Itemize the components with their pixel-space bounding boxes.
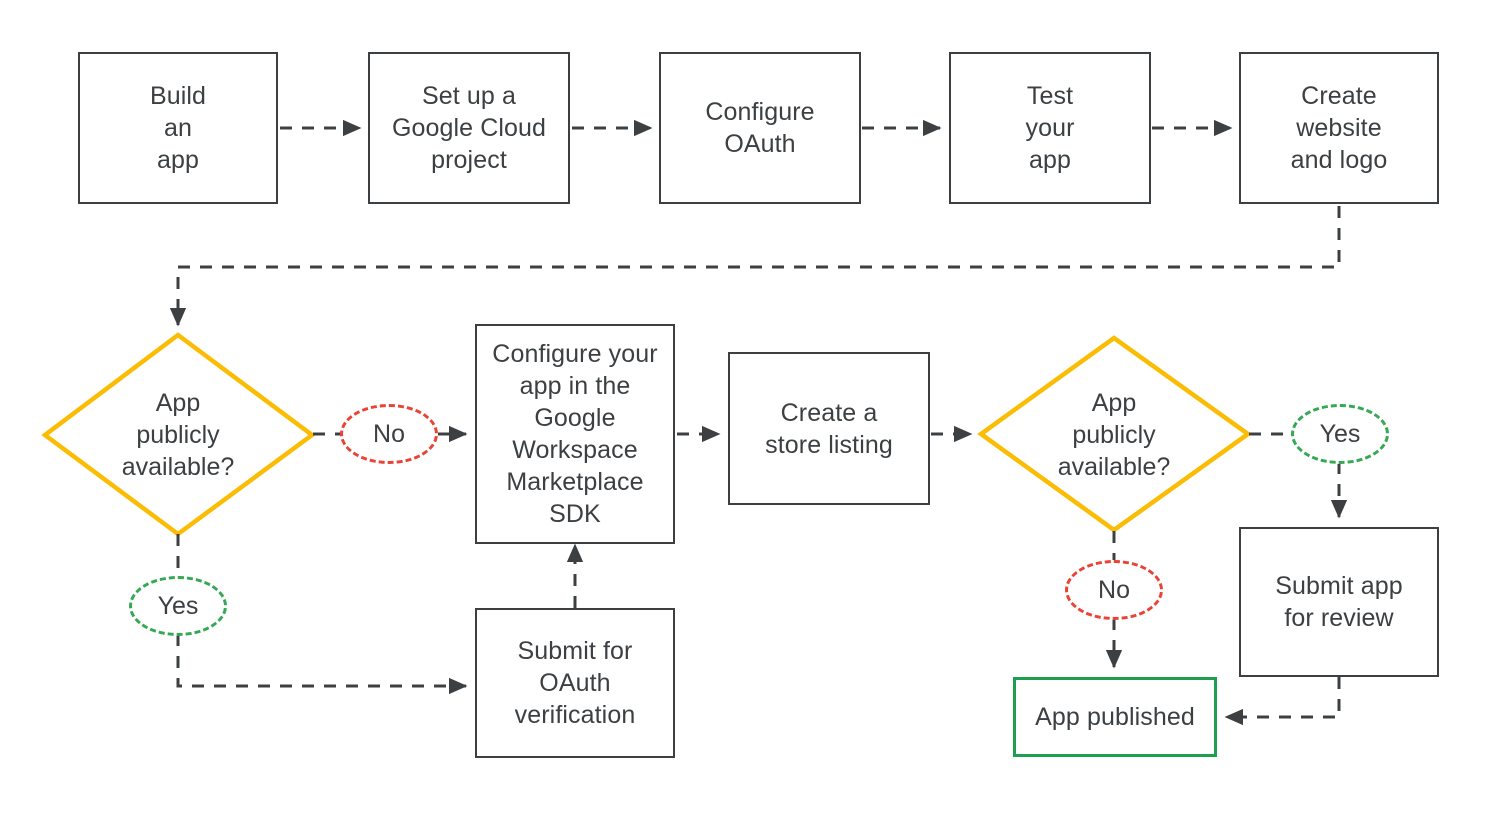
node-configure-oauth[interactable]: Configure OAuth [659, 52, 861, 204]
edge-label-yes-1-text: Yes [157, 591, 199, 620]
edge-label-no-2: No [1065, 560, 1163, 620]
node-configure-sdk-label: Configure your app in the Google Workspa… [492, 340, 658, 528]
node-submit-app-for-review-label: Submit app for review [1275, 572, 1403, 632]
node-set-up-project-label: Set up a Google Cloud project [391, 82, 547, 174]
edge-label-yes-2-text: Yes [1319, 419, 1361, 448]
node-submit-app-for-review[interactable]: Submit app for review [1239, 527, 1439, 677]
node-app-published[interactable]: App published [1013, 677, 1217, 757]
edge-label-no-1-text: No [373, 419, 405, 448]
edge-label-yes-1: Yes [129, 576, 227, 636]
node-build-an-app[interactable]: Build an app [78, 52, 278, 204]
edge-website-to-decision1 [169, 206, 1341, 327]
node-create-store-listing-label: Create a store listing [765, 398, 893, 459]
edge-label-no-1: No [340, 404, 438, 464]
node-create-store-listing[interactable]: Create a store listing [728, 352, 930, 505]
node-create-website-and-logo[interactable]: Create website and logo [1239, 52, 1439, 204]
edge-yeslabel-to-submitoauth [176, 634, 468, 695]
node-set-up-project[interactable]: Set up a Google Cloud project [368, 52, 570, 204]
node-test-your-app-label: Test your app [1025, 82, 1075, 174]
node-test-your-app[interactable]: Test your app [949, 52, 1151, 204]
node-submit-oauth-verification[interactable]: Submit for OAuth verification [475, 608, 675, 758]
edge-label-yes-2: Yes [1291, 404, 1389, 464]
edge-review-to-published [1224, 677, 1341, 726]
node-build-an-app-label: Build an app [149, 82, 207, 174]
decision-public-1-shape [41, 332, 316, 537]
node-configure-sdk[interactable]: Configure your app in the Google Workspa… [475, 324, 675, 544]
node-submit-oauth-verification-label: Submit for OAuth verification [514, 637, 636, 729]
node-configure-oauth-label: Configure OAuth [705, 98, 815, 158]
node-create-website-and-logo-label: Create website and logo [1290, 82, 1388, 174]
edge-label-no-2-text: No [1098, 575, 1130, 604]
decision-public-2-shape [977, 335, 1252, 533]
node-app-published-label: App published [1035, 703, 1195, 731]
